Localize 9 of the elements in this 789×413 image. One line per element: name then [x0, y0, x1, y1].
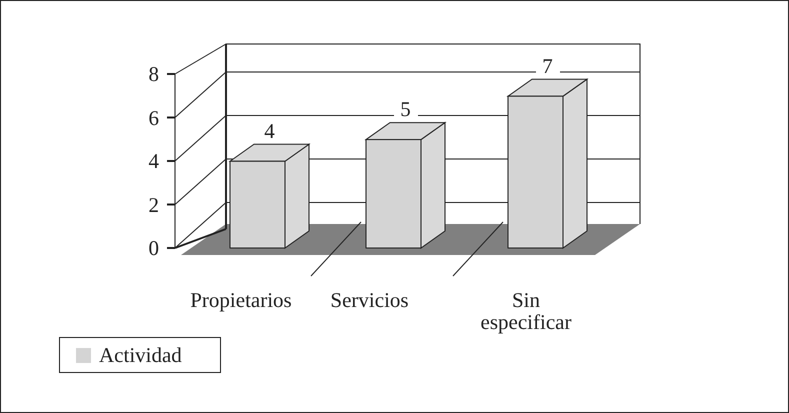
axis-tick-label: 4 — [148, 150, 159, 172]
legend-label: Actividad — [99, 342, 182, 368]
axis-tick-label: 6 — [148, 106, 159, 128]
category-label: Propietarios — [189, 289, 293, 311]
category-label: Servicios — [329, 289, 410, 311]
axis-tick-label: 2 — [148, 194, 159, 216]
axis-tick-label: 8 — [148, 63, 159, 85]
category-label: Sin especificar — [480, 289, 572, 333]
axis-tick-label: 0 — [148, 237, 159, 259]
